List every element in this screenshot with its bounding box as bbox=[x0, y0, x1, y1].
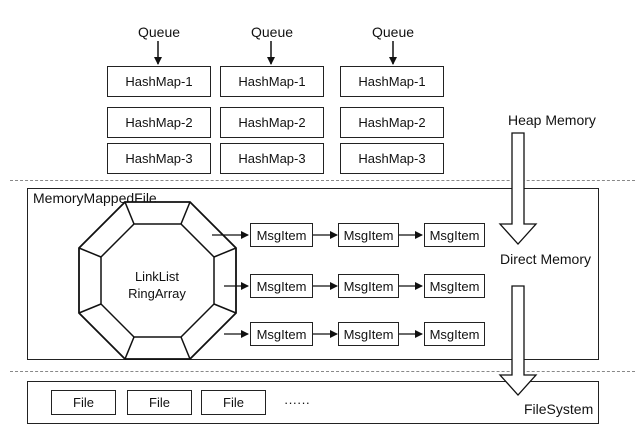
hashmap-box: HashMap-3 bbox=[107, 143, 211, 174]
msg-item-box: MsgItem bbox=[250, 274, 313, 298]
queue-label-2: Queue bbox=[251, 24, 294, 40]
file-box: File bbox=[51, 390, 116, 415]
queue-label-3: Queue bbox=[372, 24, 415, 40]
hashmap-box: HashMap-2 bbox=[340, 107, 444, 138]
more-files-ellipsis: ······ bbox=[284, 395, 310, 410]
heap-memory-label: Heap Memory bbox=[508, 112, 596, 128]
queue-label-1: Queue bbox=[138, 24, 181, 40]
direct-filesystem-divider bbox=[10, 371, 635, 372]
filesystem-container bbox=[27, 381, 599, 424]
file-box: File bbox=[127, 390, 192, 415]
hashmap-box: HashMap-2 bbox=[107, 107, 211, 138]
file-box: File bbox=[201, 390, 266, 415]
memory-mapped-file-container bbox=[27, 188, 599, 360]
ring-array-label: LinkList RingArray bbox=[107, 268, 207, 302]
hashmap-box: HashMap-3 bbox=[340, 143, 444, 174]
ring-array-octagon bbox=[78, 201, 237, 360]
msg-item-box: MsgItem bbox=[424, 274, 485, 298]
hashmap-box: HashMap-1 bbox=[340, 66, 444, 97]
filesystem-label: FileSystem bbox=[524, 401, 594, 417]
direct-to-filesystem-arrow bbox=[498, 285, 538, 396]
ring-label-line1: LinkList bbox=[134, 269, 180, 284]
hashmap-box: HashMap-1 bbox=[220, 66, 324, 97]
heap-direct-divider bbox=[10, 180, 635, 181]
msg-item-box: MsgItem bbox=[424, 223, 485, 247]
heap-to-direct-arrow bbox=[498, 132, 538, 245]
hashmap-box: HashMap-2 bbox=[220, 107, 324, 138]
msg-item-box: MsgItem bbox=[424, 322, 485, 346]
direct-memory-label: Direct Memory bbox=[500, 251, 592, 267]
msg-item-box: MsgItem bbox=[250, 322, 313, 346]
msg-item-box: MsgItem bbox=[250, 223, 313, 247]
msg-item-box: MsgItem bbox=[338, 322, 399, 346]
ring-label-line2: RingArray bbox=[128, 286, 186, 301]
hashmap-box: HashMap-1 bbox=[107, 66, 211, 97]
msg-item-box: MsgItem bbox=[338, 274, 399, 298]
msg-item-box: MsgItem bbox=[338, 223, 399, 247]
hashmap-box: HashMap-3 bbox=[220, 143, 324, 174]
